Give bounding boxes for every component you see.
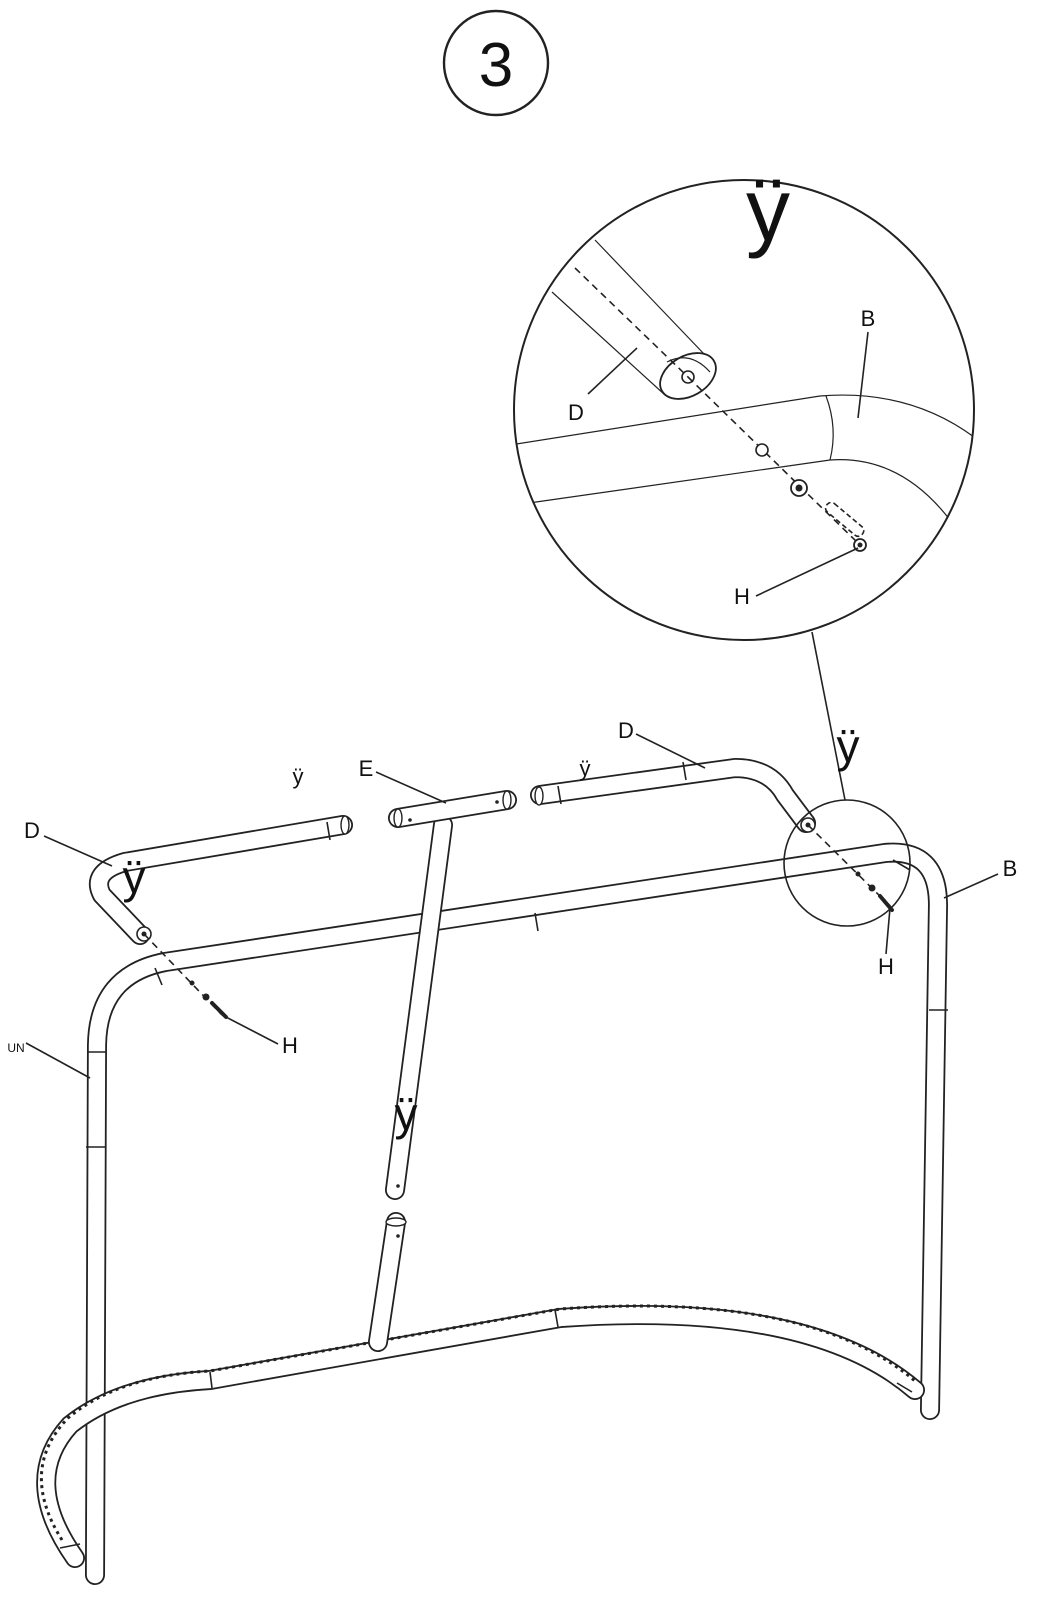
detail-top-mark: ÿ: [746, 160, 790, 259]
detail-label-b: B: [861, 306, 876, 331]
front-frame-tube: [85, 842, 948, 1585]
label-e: E: [359, 756, 374, 781]
callout-leader: [811, 631, 846, 801]
center-pole: [368, 815, 453, 1352]
step-badge: 3: [442, 9, 550, 117]
mark-left-corner: ÿ: [123, 851, 146, 903]
label-d-left: D: [24, 818, 40, 843]
t-connector-e: [388, 790, 517, 828]
mark-top-center: ÿ: [580, 756, 591, 781]
label-a-left: UN: [7, 1041, 24, 1055]
left-bolt-h: [143, 933, 228, 1019]
label-d-top: D: [618, 718, 634, 743]
step-number: 3: [479, 31, 513, 100]
detail-callout-small: [783, 799, 911, 927]
right-bent-tube-d: [530, 758, 816, 833]
mark-top-left: ÿ: [293, 764, 304, 789]
right-bolt-h: [807, 824, 894, 912]
label-h-left: H: [282, 1033, 298, 1058]
detail-magnified-view: ÿ B D H: [513, 160, 975, 641]
mark-pole: ÿ: [395, 1088, 418, 1140]
label-b-right: B: [1003, 856, 1018, 881]
detail-label-h: H: [734, 584, 750, 609]
callout-mark: ÿ: [837, 720, 860, 772]
detail-label-d: D: [568, 400, 584, 425]
label-h-right: H: [878, 954, 894, 979]
left-bent-tube-d: [89, 815, 353, 945]
bottom-rear-tube: [36, 1304, 925, 1568]
